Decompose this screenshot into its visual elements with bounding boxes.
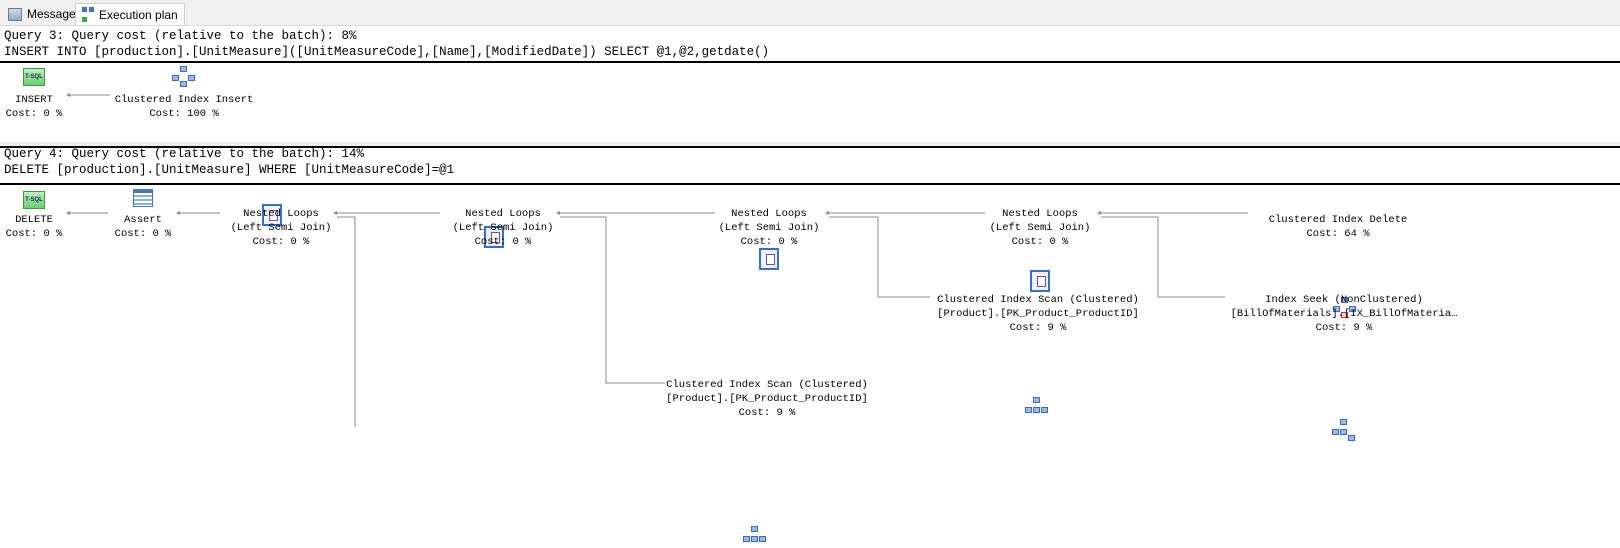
- assert-icon[interactable]: [133, 189, 153, 207]
- node-cost: Cost: 9 %: [1315, 322, 1373, 334]
- node-object: [BillOfMaterials].[IX_BillOfMateria…: [1230, 308, 1458, 320]
- nested-loops-icon[interactable]: [484, 226, 504, 248]
- nested-loops-icon[interactable]: [759, 248, 779, 270]
- node-label: Nested Loops: [243, 208, 319, 220]
- clustered-index-scan-icon[interactable]: [1025, 397, 1049, 419]
- node-label: Index Seek (NonClustered): [1265, 294, 1423, 306]
- query3-header: Query 3: Query cost (relative to the bat…: [0, 26, 1620, 62]
- separator: [0, 142, 1620, 146]
- query4-cost: Query 4: Query cost (relative to the bat…: [4, 147, 365, 161]
- tab-messages[interactable]: Messages: [2, 3, 88, 25]
- node-cost: Cost: 9 %: [1009, 322, 1067, 334]
- divider: [0, 183, 1620, 185]
- tab-label: Execution plan: [99, 7, 178, 22]
- node-label: Clustered Index Delete: [1268, 214, 1408, 226]
- plan-node-index-seek[interactable]: Index Seek (NonClustered) [BillOfMaterial…: [1231, 293, 1458, 335]
- divider: [0, 146, 1620, 148]
- edge: [1099, 212, 1248, 298]
- plan-node-insert[interactable]: INSERT Cost: 0 %: [6, 93, 63, 121]
- tsql-icon[interactable]: T-SQL: [23, 68, 45, 86]
- node-cost: Cost: 0 %: [5, 228, 63, 240]
- plan-node-delete[interactable]: DELETE Cost: 0 %: [6, 213, 63, 241]
- node-label: Nested Loops: [1002, 208, 1078, 220]
- plan-node-nested-loops-4[interactable]: Nested Loops (Left Semi Join) Cost: 0 %: [990, 207, 1091, 249]
- node-label: Clustered Index Scan (Clustered): [937, 294, 1139, 306]
- clustered-index-delete-icon[interactable]: [1333, 297, 1357, 319]
- plan-node-nested-loops-1[interactable]: Nested Loops (Left Semi Join) Cost: 0 %: [231, 207, 332, 249]
- plan-edges: [66, 93, 1248, 427]
- plan-node-clustered-index-scan[interactable]: Clustered Index Scan (Clustered) [Product…: [937, 293, 1139, 335]
- node-object: [Product].[PK_Product_ProductID]: [666, 393, 868, 405]
- edge: [827, 212, 985, 298]
- node-cost: Cost: 100 %: [149, 108, 219, 120]
- result-tabs: Messages Execution plan: [0, 0, 1620, 26]
- node-sublabel: (Left Semi Join): [989, 222, 1091, 234]
- edge: [558, 212, 715, 384]
- clustered-index-insert-icon[interactable]: [172, 66, 196, 88]
- node-label: INSERT: [15, 94, 53, 106]
- messages-icon: [8, 7, 22, 21]
- nested-loops-icon[interactable]: [1030, 270, 1050, 292]
- node-label: Nested Loops: [465, 208, 541, 220]
- node-cost: Cost: 0 %: [474, 236, 532, 248]
- node-cost: Cost: 9 %: [738, 407, 796, 419]
- query3-sql: INSERT INTO [production].[UnitMeasure]([…: [4, 45, 770, 59]
- node-label: Clustered Index Insert: [114, 94, 254, 106]
- query4-header: Query 4: Query cost (relative to the bat…: [0, 144, 1620, 180]
- nested-loops-icon[interactable]: [262, 204, 282, 226]
- node-label: Clustered Index Scan (Clustered): [666, 379, 868, 391]
- node-cost: Cost: 0 %: [1011, 236, 1069, 248]
- node-label: Nested Loops: [731, 208, 807, 220]
- node-cost: Cost: 0 %: [740, 236, 798, 248]
- execution-plan-icon: [82, 6, 94, 23]
- node-label: DELETE: [15, 214, 53, 226]
- node-cost: Cost: 0 %: [5, 108, 63, 120]
- clustered-index-scan-icon[interactable]: [743, 526, 767, 548]
- tab-execution-plan[interactable]: Execution plan: [75, 3, 185, 25]
- tab-label: Messages: [27, 7, 82, 21]
- node-label: Assert: [124, 214, 162, 226]
- node-cost: Cost: 0 %: [114, 228, 172, 240]
- plan-node-nested-loops-3[interactable]: Nested Loops (Left Semi Join) Cost: 0 %: [719, 207, 820, 249]
- plan-node-nested-loops-2[interactable]: Nested Loops (Left Semi Join) Cost: 0 %: [453, 207, 554, 249]
- divider: [0, 61, 1620, 63]
- edge: [335, 212, 440, 427]
- node-sublabel: (Left Semi Join): [718, 222, 820, 234]
- index-seek-icon[interactable]: [1332, 419, 1356, 441]
- query3-cost: Query 3: Query cost (relative to the bat…: [4, 29, 357, 43]
- node-object: [Product].[PK_Product_ProductID]: [937, 308, 1139, 320]
- node-sublabel: (Left Semi Join): [452, 222, 554, 234]
- node-sublabel: (Left Semi Join): [230, 222, 332, 234]
- query4-sql: DELETE [production].[UnitMeasure] WHERE …: [4, 163, 455, 177]
- node-cost: Cost: 0 %: [252, 236, 310, 248]
- plan-node-clustered-index-scan-2[interactable]: Clustered Index Scan (Clustered) [Product…: [666, 378, 868, 420]
- tsql-icon[interactable]: T-SQL: [23, 191, 45, 209]
- node-cost: Cost: 64 %: [1306, 228, 1370, 240]
